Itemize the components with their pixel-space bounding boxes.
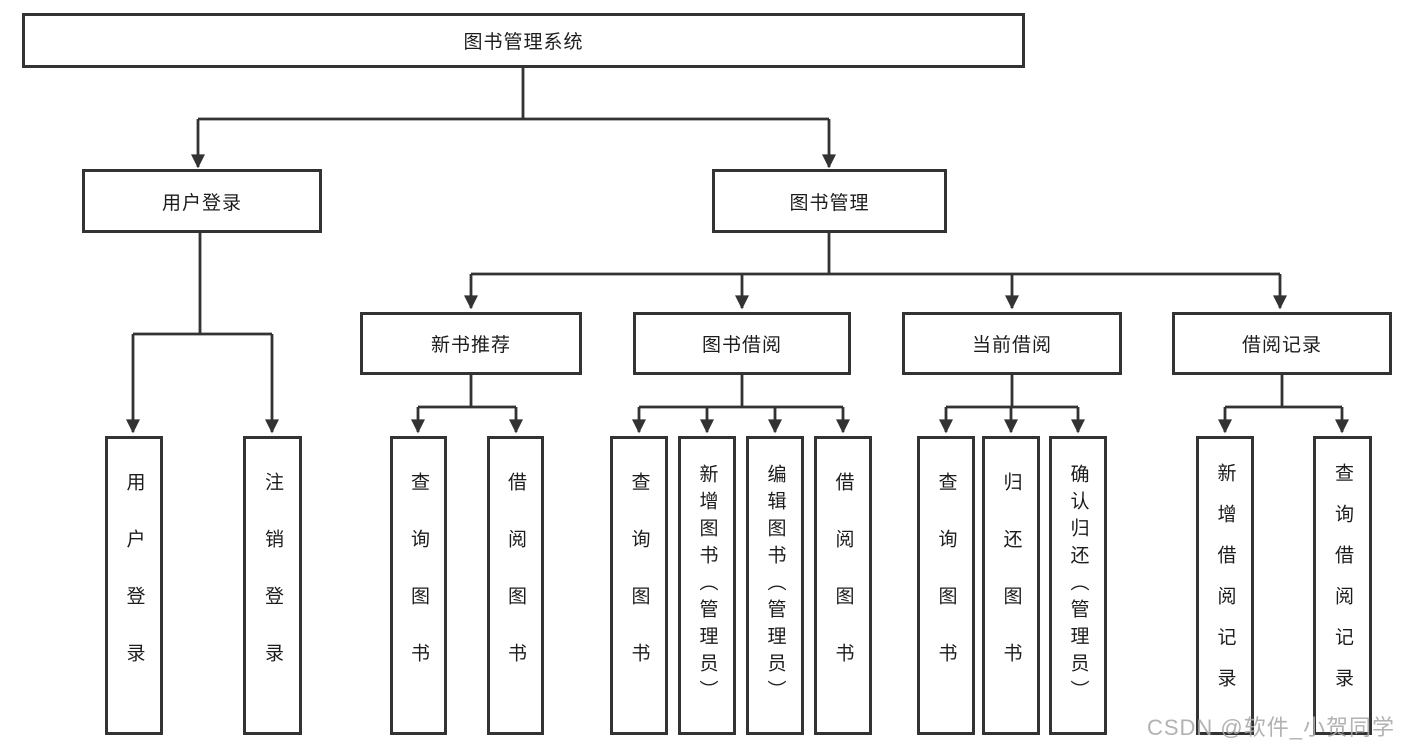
node-label: 查询借阅记录: [1332, 462, 1353, 709]
connector-book-borrow-children: [632, 375, 850, 434]
node-borrow-record: 借阅记录: [1172, 312, 1392, 375]
node-label: 新书推荐: [430, 335, 511, 356]
node-label: 查询图书: [935, 471, 957, 700]
node-new-book-recommend: 新书推荐: [360, 312, 582, 375]
node-label: 新增图书（管理员）: [696, 464, 718, 707]
leaf-recommend-borrow-books: 借阅图书: [487, 436, 544, 735]
node-label: 图书借阅: [701, 335, 782, 356]
leaf-return-books: 归还图书: [982, 436, 1040, 735]
leaf-query-borrow-record: 查询借阅记录: [1313, 436, 1372, 735]
csdn-watermark: CSDN @软件_小贺同学: [1146, 715, 1395, 740]
node-label: 注销登录: [262, 471, 283, 700]
connector-root-to-level2: [191, 68, 836, 169]
leaf-borrow-query-books: 查询图书: [610, 436, 668, 735]
node-label: 借阅图书: [832, 471, 854, 700]
node-label: 当前借阅: [971, 335, 1052, 356]
leaf-logout: 注销登录: [243, 436, 302, 735]
node-current-borrow: 当前借阅: [902, 312, 1122, 375]
connector-new-book-children: [411, 375, 523, 434]
node-label: 归还图书: [1000, 471, 1022, 700]
node-book-borrow: 图书借阅: [633, 312, 851, 375]
node-label: 图书管理: [789, 192, 870, 214]
leaf-edit-books-admin: 编辑图书（管理员）: [746, 436, 804, 735]
node-user-login-branch: 用户登录: [82, 169, 322, 233]
node-label: 借阅记录: [1241, 335, 1322, 356]
leaf-add-books-admin: 新增图书（管理员）: [678, 436, 736, 735]
leaf-current-query-books: 查询图书: [917, 436, 975, 735]
node-library-management-system: 图书管理系统: [22, 13, 1025, 68]
node-label: 新增借阅记录: [1214, 462, 1236, 709]
node-label: 用户登录: [161, 192, 242, 214]
node-label: 图书管理系统: [463, 32, 584, 53]
node-label: 用户登录: [123, 471, 145, 700]
connector-user-login-children: [126, 233, 279, 434]
node-book-management: 图书管理: [712, 169, 947, 233]
connector-borrow-record-children: [1218, 375, 1349, 434]
node-label: 确认归还（管理员）: [1067, 464, 1089, 707]
leaf-recommend-query-books: 查询图书: [390, 436, 447, 735]
node-label: 编辑图书（管理员）: [764, 464, 786, 707]
node-label: 借阅图书: [505, 471, 526, 700]
leaf-user-login: 用户登录: [105, 436, 163, 735]
connector-current-borrow-children: [939, 375, 1085, 434]
leaf-add-borrow-record: 新增借阅记录: [1196, 436, 1254, 735]
node-label: 查询图书: [628, 471, 650, 700]
leaf-borrow-books: 借阅图书: [814, 436, 872, 735]
connector-book-mgmt-children: [464, 233, 1287, 310]
node-label: 查询图书: [408, 471, 429, 700]
leaf-confirm-return-admin: 确认归还（管理员）: [1049, 436, 1107, 735]
